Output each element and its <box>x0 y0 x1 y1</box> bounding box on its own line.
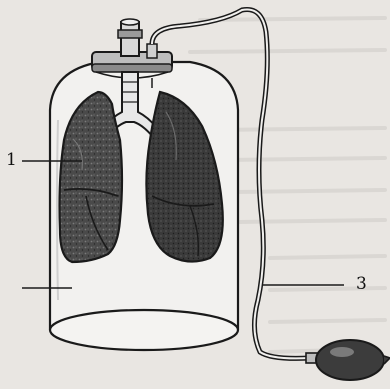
glass-tube <box>118 19 142 56</box>
label-rubber-bulb: 3 <box>356 276 367 293</box>
label-lungs: 1 <box>6 152 17 169</box>
rubber-bulb <box>306 340 390 380</box>
jar-base-rim <box>50 310 238 350</box>
